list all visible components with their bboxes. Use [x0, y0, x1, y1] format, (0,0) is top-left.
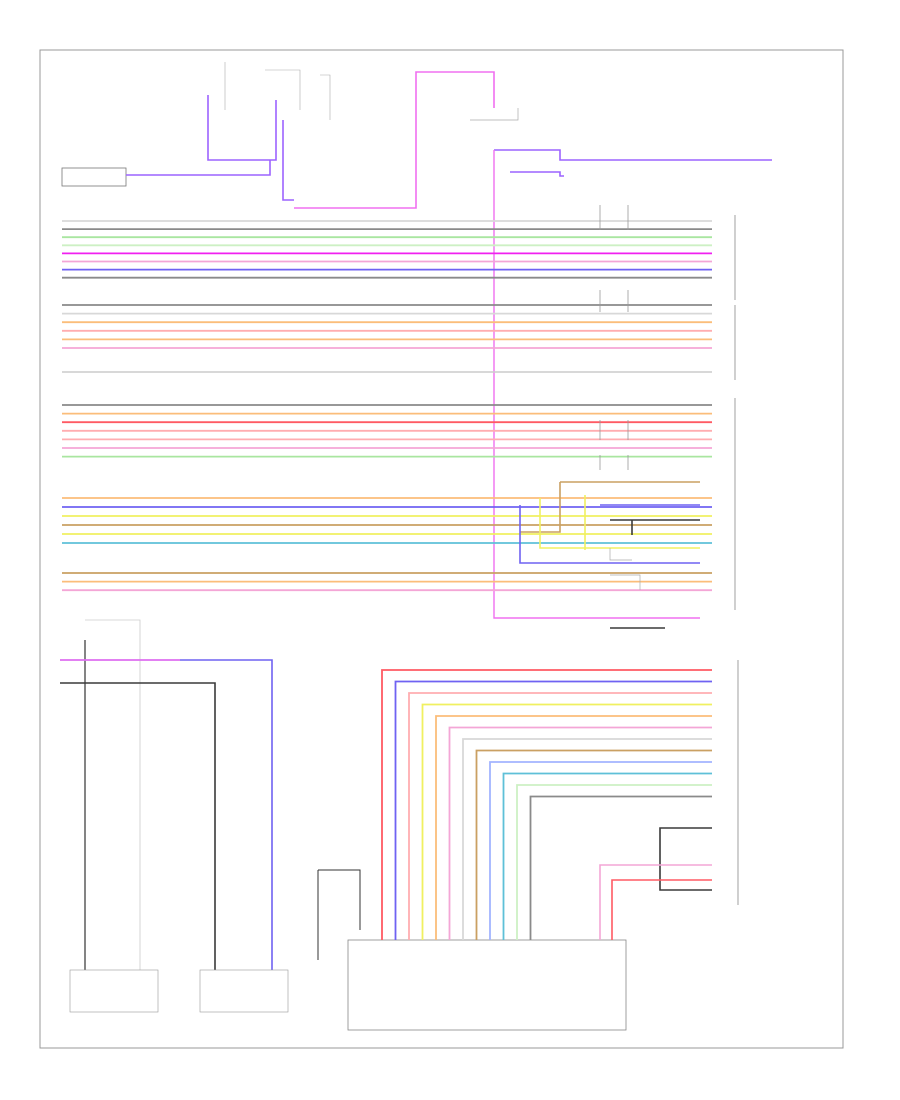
lower-wire-red-jog — [611, 879, 712, 940]
top-center-ticks — [224, 62, 331, 120]
lower-wire-1 — [381, 669, 712, 940]
lower-wire-4 — [421, 703, 712, 940]
lower-wire-8 — [475, 749, 712, 940]
lower-wire-11 — [516, 784, 712, 940]
lower-wire-7 — [462, 738, 712, 940]
diagram-border — [39, 49, 844, 1049]
bottom-left-component-2 — [199, 969, 289, 1013]
bottom-left-component-1 — [69, 969, 159, 1013]
top-splice-wire — [470, 108, 519, 121]
bottom-ground — [317, 869, 361, 960]
lower-wire-gray-jog — [659, 827, 712, 891]
lower-wire-10 — [502, 772, 712, 940]
lower-wire-2 — [394, 680, 712, 940]
right-connector-dashes — [599, 205, 629, 470]
bus-wire-layer — [62, 220, 712, 592]
top-left-component-box — [61, 167, 127, 187]
lower-wire-5 — [435, 715, 712, 940]
lower-wire-layer — [381, 669, 712, 940]
lower-wire-6 — [448, 726, 712, 940]
top-center-connectors — [126, 95, 294, 201]
lower-wire-12 — [529, 795, 712, 940]
lower-wire-9 — [489, 761, 712, 940]
middle-right-jogs — [519, 481, 700, 629]
lower-wire-3 — [408, 692, 712, 940]
right-feed-wire-1 — [494, 149, 772, 161]
lower-wire-pink-jog — [599, 864, 712, 940]
right-feed-wire-2 — [510, 171, 564, 177]
top-feed-wire — [294, 71, 495, 209]
lower-left-wiring — [60, 619, 273, 970]
bottom-unit-box — [347, 939, 627, 1031]
vertical-magenta-feed — [493, 150, 700, 619]
